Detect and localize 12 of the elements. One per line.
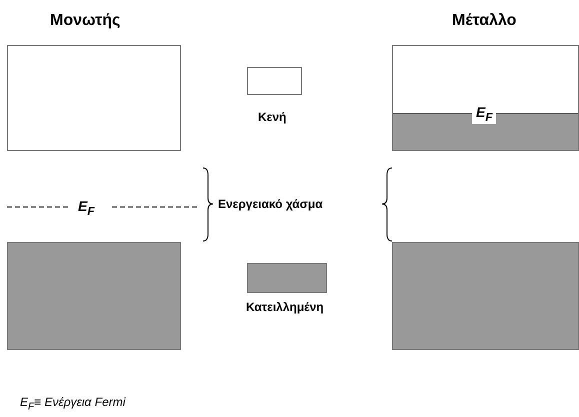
fermi-level-label: E$_{F}$ (75, 198, 98, 218)
legend-text: Κατειλλημένη (246, 300, 324, 314)
column-heading: Μονωτής (50, 12, 120, 30)
energy-band (7, 242, 181, 350)
fermi-level-label: E$_{F}$ (472, 104, 496, 124)
legend-text: Κενή (258, 110, 286, 124)
energy-band (7, 45, 181, 151)
gap-label: Ενεργειακό χάσμα (218, 197, 323, 211)
footnote: E$_{F}$≡ Ενέργεια Fermi (20, 395, 126, 412)
column-heading: Μέταλλο (452, 12, 516, 30)
energy-band (392, 242, 579, 350)
energy-band (392, 45, 579, 151)
